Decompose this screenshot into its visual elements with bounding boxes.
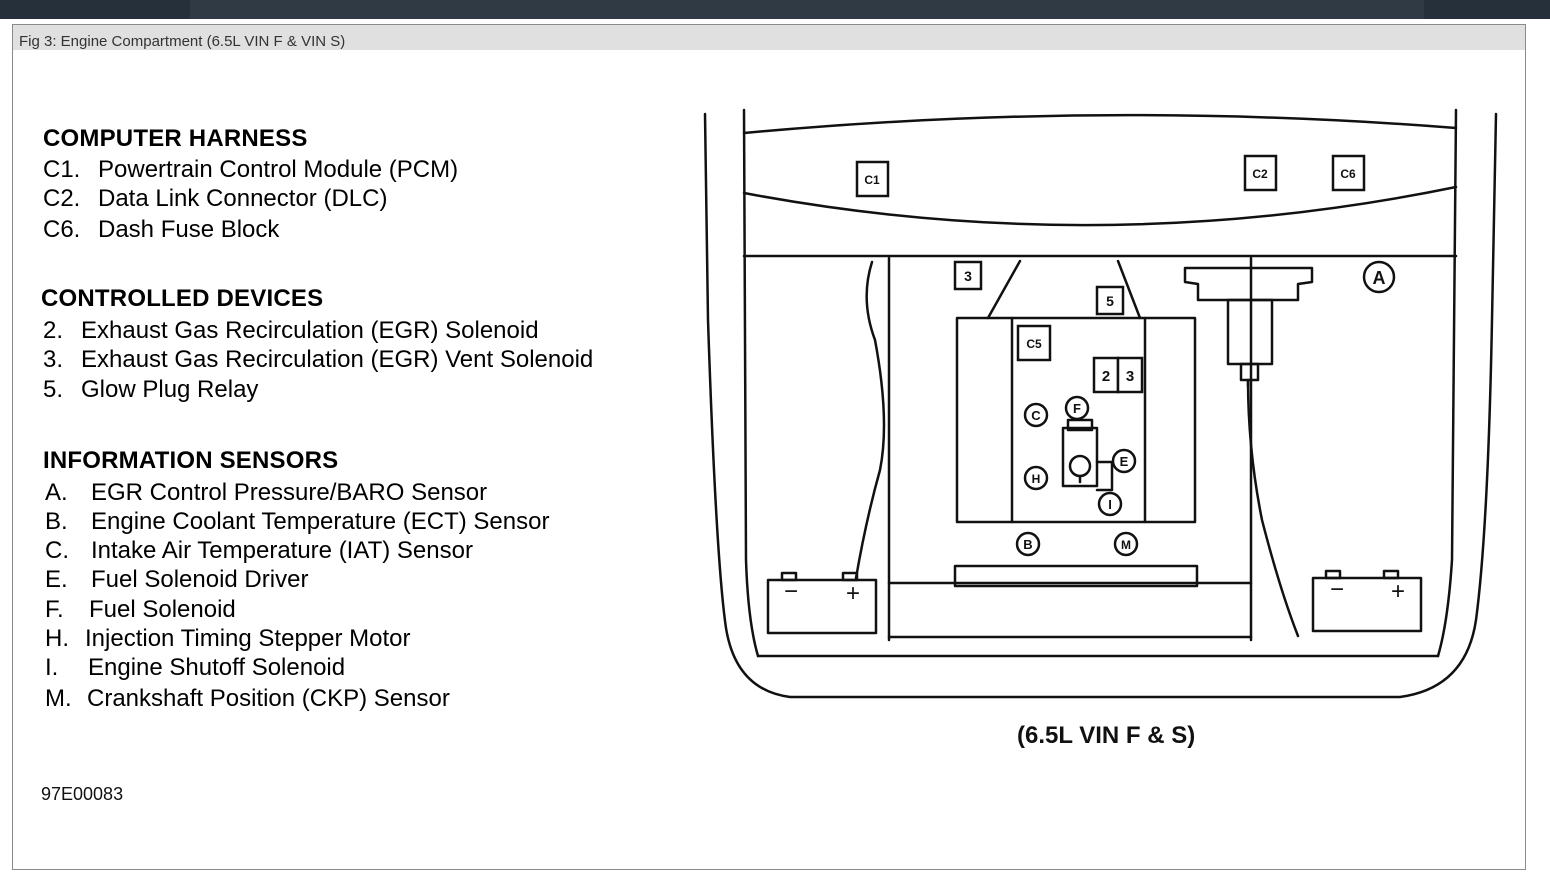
box-label-3b: 3 [1126, 368, 1134, 385]
box-c1 [855, 160, 890, 198]
legend-item-5: 5.Glow Plug Relay [43, 376, 259, 403]
top-bar-tab-right [1424, 0, 1550, 19]
circle-b [1015, 531, 1041, 557]
figure-frame: Fig 3: Engine Compartment (6.5L VIN F & … [12, 24, 1526, 870]
legend-item-c: C.Intake Air Temperature (IAT) Sensor [45, 537, 473, 564]
pump-bracket [1095, 460, 1114, 492]
circle-c [1023, 402, 1049, 428]
section-title-controlled-devices: CONTROLLED DEVICES [41, 285, 324, 312]
circle-label-e: E [1120, 454, 1129, 469]
legend-item-3: 3.Exhaust Gas Recirculation (EGR) Vent S… [43, 346, 594, 373]
box-label-c2: C2 [1252, 167, 1268, 181]
circle-f [1064, 395, 1090, 421]
harness-line-left [986, 259, 1022, 320]
inner-right-wall [1436, 108, 1458, 658]
box-c2 [1243, 154, 1278, 192]
circle-label-m: M [1121, 538, 1131, 552]
box-c5 [1016, 324, 1052, 362]
legend-item-m: M.Crankshaft Position (CKP) Sensor [45, 685, 450, 712]
cowl-top [742, 113, 1458, 135]
diagram-caption: (6.5L VIN F & S) [1017, 722, 1196, 749]
battery-left [766, 578, 878, 635]
pump-top [1066, 418, 1094, 432]
egr-tip [1239, 362, 1260, 382]
top-bar [0, 0, 1550, 19]
legend-item-c1: C1.Powertrain Control Module (PCM) [43, 156, 459, 183]
battery-left-term-neg [780, 571, 798, 582]
battery-right-term-neg [1324, 569, 1342, 580]
box-label-c5: C5 [1026, 337, 1042, 351]
inner-left-wall [742, 108, 760, 658]
legend-item-2: 2.Exhaust Gas Recirculation (EGR) Soleno… [43, 317, 539, 344]
pump-bulb [1068, 454, 1092, 478]
box-label-c1: C1 [864, 173, 880, 187]
radiator [953, 564, 1199, 588]
left-battery-cable [854, 260, 886, 580]
circle-m [1113, 531, 1139, 557]
legend-item-i: I.Engine Shutoff Solenoid [45, 654, 346, 681]
injection-pump [1061, 426, 1099, 488]
circle-label-a: A [1373, 268, 1386, 288]
box-5 [1095, 285, 1125, 316]
cowl-bottom [742, 185, 1458, 227]
harness-line-right [1116, 259, 1142, 320]
circle-label-f: F [1073, 401, 1081, 416]
right-battery-cable [1246, 378, 1300, 638]
circle-a [1362, 260, 1396, 294]
top-bar-tab [0, 0, 190, 19]
box-3 [953, 260, 983, 291]
legend-item-a: A.EGR Control Pressure/BARO Sensor [45, 479, 488, 506]
box-c6 [1331, 154, 1366, 192]
legend-item-c6: C6.Dash Fuse Block [43, 216, 280, 243]
figure-title: Fig 3: Engine Compartment (6.5L VIN F & … [13, 25, 1525, 50]
circle-label-c: C [1031, 408, 1041, 423]
battery-left-neg-sign: − [784, 578, 798, 605]
circle-label-h: H [1032, 472, 1041, 486]
box-label-5: 5 [1106, 293, 1114, 309]
legend-item-b: B.Engine Coolant Temperature (ECT) Senso… [45, 508, 550, 535]
circle-label-i: I [1108, 497, 1112, 512]
box-3b [1116, 356, 1144, 394]
battery-left-pos-sign: + [846, 580, 860, 607]
battery-left-term-pos [841, 571, 859, 582]
battery-right [1311, 576, 1423, 633]
circle-i [1097, 491, 1123, 517]
engine-block [955, 316, 1197, 524]
battery-right-pos-sign: + [1391, 578, 1405, 605]
box-label-3: 3 [964, 268, 972, 284]
figure-id: 97E00083 [41, 784, 124, 804]
box-label-c6: C6 [1340, 167, 1356, 181]
legend-item-f: F.Fuel Solenoid [45, 596, 236, 623]
battery-right-term-pos [1382, 569, 1400, 580]
legend-item-c2: C2.Data Link Connector (DLC) [43, 185, 388, 212]
circle-e [1111, 448, 1137, 474]
battery-right-neg-sign: − [1330, 576, 1344, 603]
box-label-2: 2 [1102, 368, 1110, 385]
body-outline [703, 112, 1498, 699]
egr-mount [1183, 266, 1314, 302]
section-title-information-sensors: INFORMATION SENSORS [43, 447, 339, 474]
circle-label-b: B [1023, 537, 1032, 552]
legend-item-e: E.Fuel Solenoid Driver [45, 566, 309, 593]
legend-item-h: H.Injection Timing Stepper Motor [45, 625, 411, 652]
section-title-computer-harness: COMPUTER HARNESS [43, 125, 308, 152]
circle-h [1023, 465, 1049, 491]
